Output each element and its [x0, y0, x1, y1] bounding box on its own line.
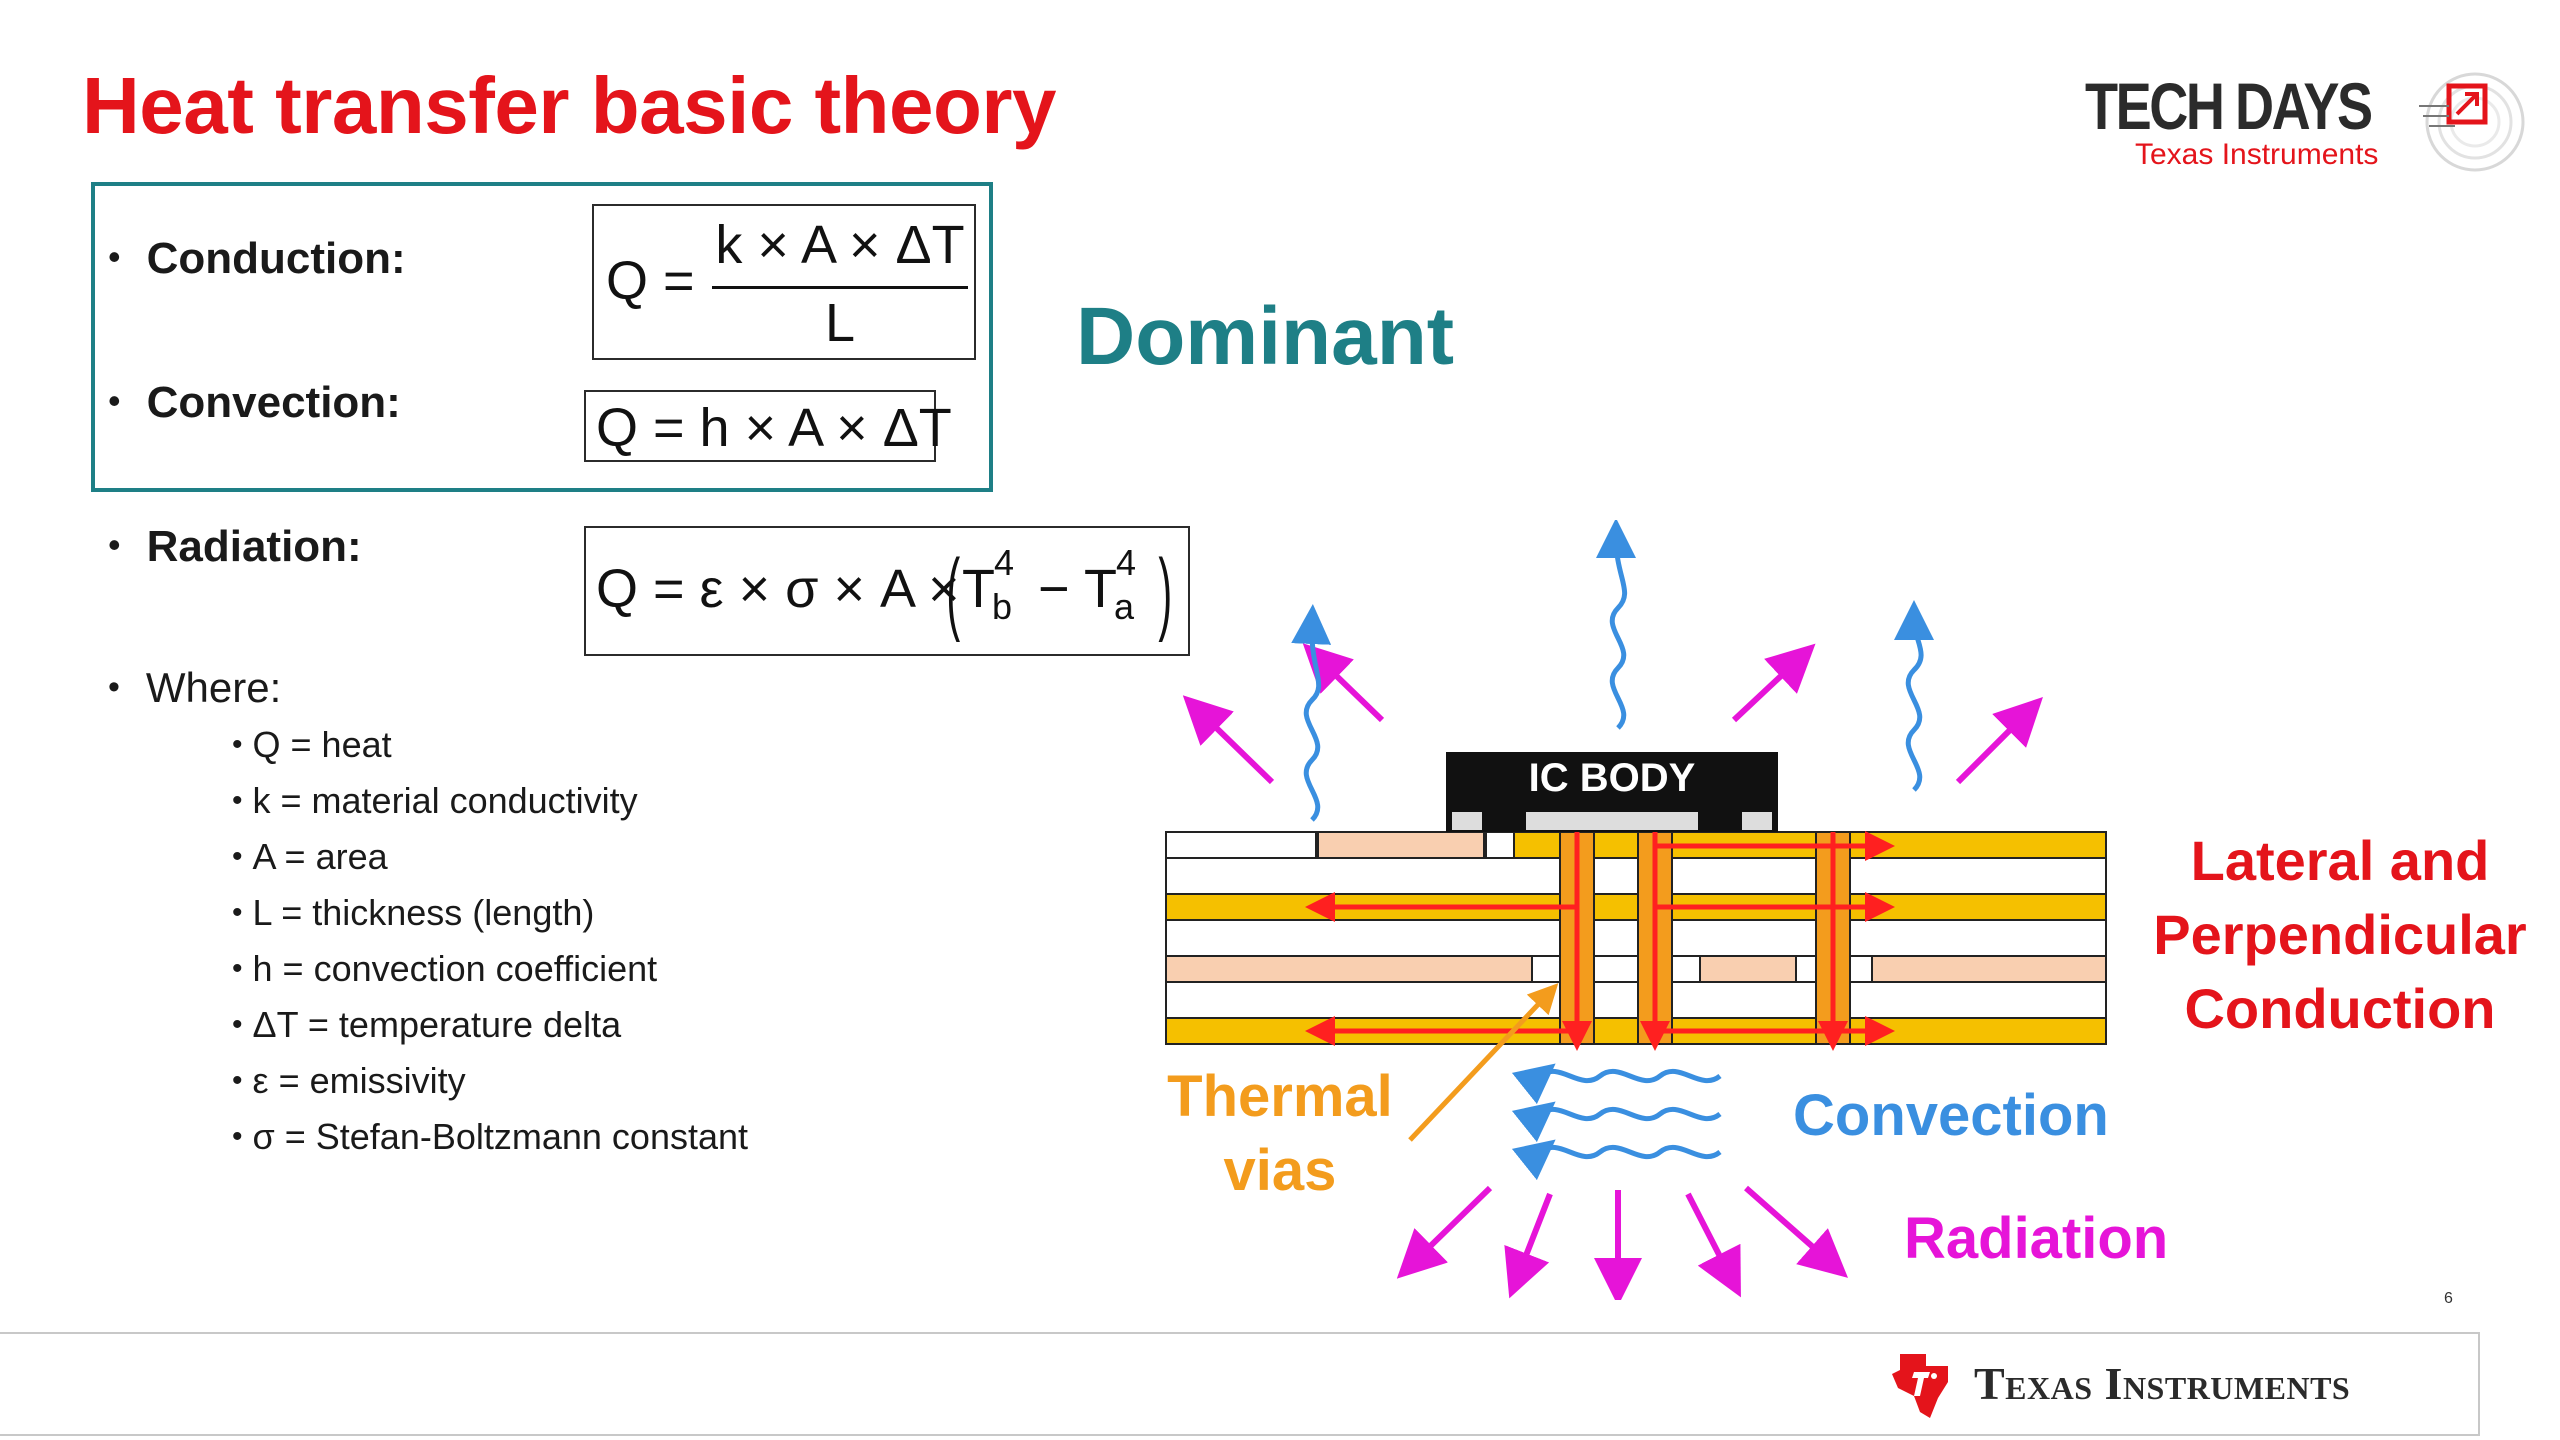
conduction-eq-lhs: Q =: [606, 251, 695, 311]
radiation-up-arrows: [1182, 643, 2043, 785]
tech-days-circuit-icon: [2419, 72, 2525, 172]
convection-label: Convection:: [108, 378, 401, 428]
definition-item: Q = heat: [232, 724, 392, 766]
where-label: Where:: [108, 664, 281, 712]
conduction-eq-numerator: k × A × ΔT: [715, 215, 965, 275]
radiation-eq-t2-sup: 4: [1116, 542, 1137, 583]
definition-item: L = thickness (length): [232, 892, 595, 934]
thermal-via-pointer-arrow: [1408, 983, 1559, 1142]
pcb-stackup: [1165, 831, 2107, 1045]
radiation-label: Radiation:: [108, 522, 362, 572]
page-title: Heat transfer basic theory: [82, 61, 1057, 150]
page-number: 6: [2444, 1290, 2453, 1307]
ic-body-label: IC BODY: [1528, 756, 1696, 800]
definition-item: ΔT = temperature delta: [232, 1004, 622, 1046]
tech-days-company: Texas Instruments: [2135, 138, 2379, 171]
tech-days-wordmark: TECH DAYS: [2085, 69, 2373, 143]
definition-item: ε = emissivity: [232, 1060, 466, 1102]
radiation-label-diagram: Radiation: [1904, 1206, 2169, 1271]
convection-equation: Q = h × A × ΔT: [584, 390, 952, 462]
radiation-eq-t1-sup: 4: [994, 542, 1015, 583]
ti-logo-text: Texas Instruments: [1974, 1358, 2351, 1409]
thermal-vias-label: Thermal vias: [1167, 1064, 1393, 1203]
conduction-equation: Q = k × A × ΔT L: [592, 204, 976, 360]
radiation-eq-t1-sub: b: [992, 586, 1013, 627]
conduction-label: Conduction:: [108, 234, 406, 284]
dominant-label: Dominant: [1076, 291, 1455, 382]
definition-item: σ = Stefan-Boltzmann constant: [232, 1116, 749, 1158]
radiation-eq-minus: −: [1038, 559, 1070, 619]
convection-eq-text: Q = h × A × ΔT: [596, 398, 952, 458]
radiation-eq-t1: T: [962, 559, 995, 619]
tech-days-logo: TECH DAYS Texas Instruments: [2085, 62, 2525, 182]
radiation-eq-t2-sub: a: [1114, 586, 1135, 627]
right-paren: ): [1158, 541, 1173, 643]
convection-label-diagram: Convection: [1793, 1083, 2109, 1148]
radiation-equation: Q = ε × σ × A × ( T 4 b − T 4 a ): [584, 526, 1190, 656]
definition-item: h = convection coefficient: [232, 948, 658, 990]
lateral-conduction-label: Lateral and Perpendicular Conduction: [2153, 829, 2527, 1040]
conduction-arrows: [1305, 831, 1895, 1051]
conduction-convection-box: [91, 182, 993, 492]
definition-item: A = area: [232, 836, 388, 878]
radiation-eq-main: Q = ε × σ × A ×: [596, 559, 960, 619]
radiation-eq-t2: T: [1084, 559, 1117, 619]
conduction-eq-denominator: L: [824, 293, 856, 353]
radiation-down-arrows: [1396, 1185, 1849, 1300]
convection-waves: [1511, 1063, 1722, 1181]
ti-logo-icon: [1892, 1354, 1948, 1418]
ic-body: [1446, 752, 1778, 832]
footer-bar: [0, 1332, 2480, 1436]
definition-item: k = material conductivity: [232, 780, 638, 822]
convection-up-wavy-arrows: [1291, 520, 1935, 822]
heat-transfer-diagram: [1165, 520, 2107, 1300]
left-paren: (: [946, 541, 961, 643]
fraction-bar: [712, 286, 968, 289]
